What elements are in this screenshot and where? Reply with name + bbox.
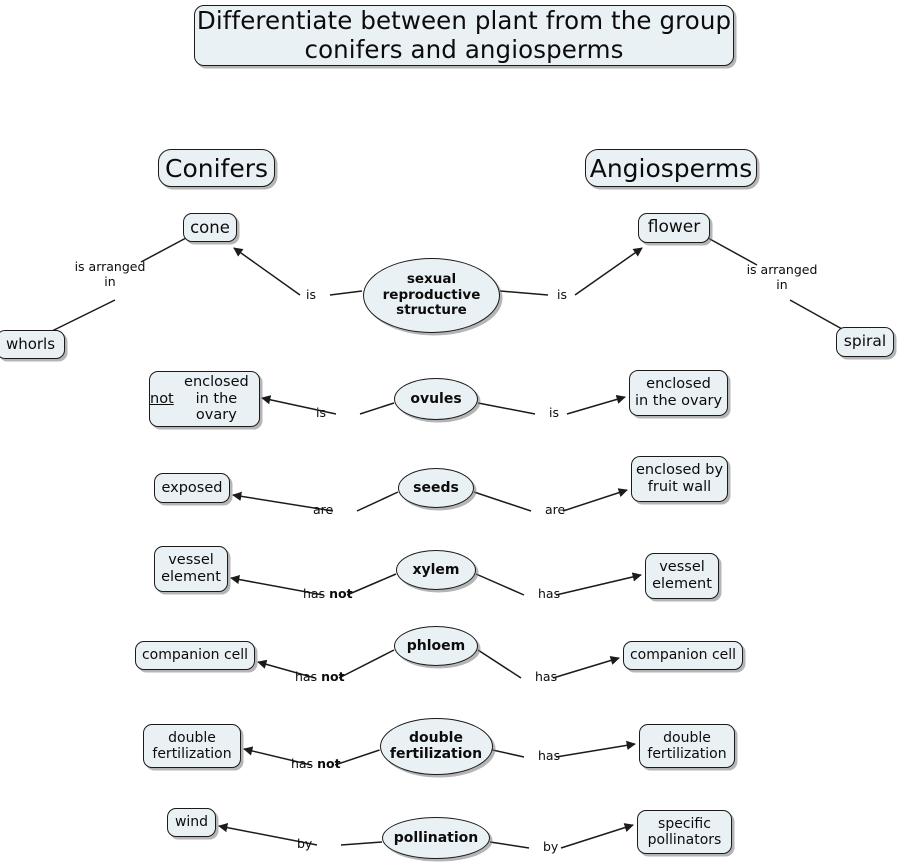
- node-angiosperm-xylem[interactable]: vessel element: [645, 553, 719, 599]
- node-angiosperm-ovules[interactable]: enclosed in the ovary: [629, 370, 728, 416]
- edge-structure-to-cone: [329, 290, 363, 296]
- node-angiosperm-seeds[interactable]: enclosed by fruit wall: [631, 456, 728, 502]
- edge-label-phloem-right: has: [535, 669, 558, 684]
- edge-label-structure-flower: is: [557, 287, 567, 302]
- node-conifer-ovules[interactable]: not enclosed in the ovary: [149, 371, 260, 427]
- node-spiral[interactable]: spiral: [836, 327, 894, 357]
- node-conifer-phloem[interactable]: companion cell: [135, 641, 255, 670]
- edge-label-structure-cone: is: [306, 287, 316, 302]
- node-xylem[interactable]: xylem: [396, 550, 476, 590]
- edge-structure-to-cone-2: [233, 247, 301, 296]
- edge-label-xylem-left: has not: [303, 586, 353, 601]
- node-cone[interactable]: cone: [183, 213, 237, 242]
- node-conifer-double-fertilization[interactable]: double fertilization: [143, 724, 241, 768]
- group-header-angiosperms: Angiosperms: [585, 149, 757, 187]
- edge-cone-to-whorls-2: [51, 299, 116, 332]
- node-conifer-pollination[interactable]: wind: [167, 808, 216, 837]
- edge-flower-to-spiral-2: [789, 299, 843, 330]
- node-ovules[interactable]: ovules: [394, 378, 478, 420]
- edge-label-double-fertilization-left: has not: [291, 756, 341, 771]
- node-seeds[interactable]: seeds: [398, 468, 474, 508]
- node-sexual-reproductive-structure[interactable]: sexual reproductive structure: [363, 258, 500, 333]
- node-flower[interactable]: flower: [638, 213, 710, 243]
- node-conifer-seeds[interactable]: exposed: [154, 473, 230, 503]
- edge-label-pollination-right: by: [543, 839, 559, 854]
- node-angiosperm-pollination[interactable]: specific pollinators: [637, 810, 732, 854]
- group-header-conifers: Conifers: [158, 149, 275, 187]
- edge-label-pollination-left: by: [297, 836, 313, 851]
- edge-label-xylem-right: has: [538, 586, 561, 601]
- edge-label-ovules-right: is: [549, 405, 559, 420]
- edge-label-seeds-left: are: [313, 502, 334, 517]
- node-pollination[interactable]: pollination: [382, 817, 490, 859]
- edge-label-flower-spiral: is arranged in: [746, 262, 818, 292]
- node-conifer-xylem[interactable]: vessel element: [154, 546, 228, 592]
- edge-label-double-fertilization-right: has: [538, 748, 561, 763]
- edge-flower-to-spiral: [707, 237, 758, 266]
- node-double-fertilization[interactable]: double fertilization: [379, 717, 493, 775]
- edge-structure-to-flower-2: [574, 247, 643, 296]
- edge-label-phloem-left: has not: [295, 669, 345, 684]
- edge-cone-to-whorls: [140, 237, 187, 263]
- node-angiosperm-double-fertilization[interactable]: double fertilization: [639, 724, 735, 768]
- edge-label-ovules-left: is: [316, 405, 326, 420]
- node-whorls[interactable]: whorls: [0, 330, 65, 359]
- edge-label-cone-whorls: is arranged in: [74, 259, 146, 289]
- edge-label-seeds-right: are: [545, 502, 566, 517]
- page-title: Differentiate between plant from the gro…: [194, 5, 734, 66]
- node-phloem[interactable]: phloem: [394, 626, 478, 666]
- node-angiosperm-phloem[interactable]: companion cell: [623, 641, 743, 670]
- edge-structure-to-flower: [499, 290, 549, 296]
